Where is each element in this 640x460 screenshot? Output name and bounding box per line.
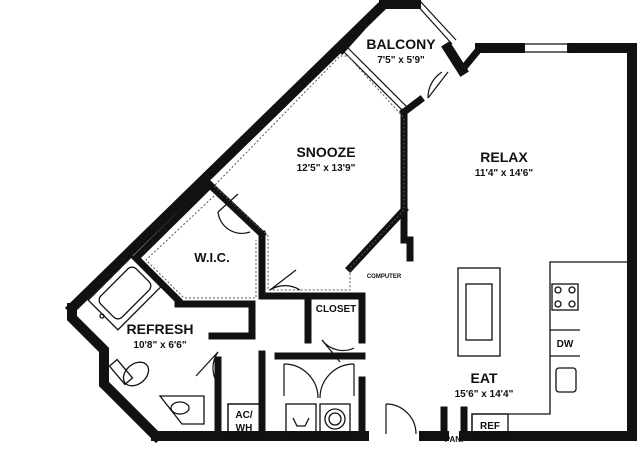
room-dim-snooze: 12'5" x 13'9" xyxy=(297,163,356,174)
label-pantry: PAN. xyxy=(445,435,464,444)
washer-dryer xyxy=(285,403,351,435)
label-computer: COMPUTER xyxy=(367,274,402,280)
kitchen-counter xyxy=(471,261,628,435)
room-name-relax: RELAX xyxy=(480,149,528,165)
label-acwh-line2: WH xyxy=(236,423,253,434)
room-dim-refresh: 10'8" x 6'6" xyxy=(133,340,186,351)
room-name-eat: EAT xyxy=(471,370,498,386)
ac-wh-box xyxy=(227,403,261,437)
room-name-refresh: REFRESH xyxy=(127,321,194,337)
room-outlines xyxy=(145,55,405,299)
room-name-balcony: BALCONY xyxy=(366,36,436,52)
label-acwh-line1: AC/ xyxy=(235,410,252,421)
label-closet: CLOSET xyxy=(316,304,357,315)
toilet xyxy=(108,358,150,387)
interior-walls xyxy=(131,25,485,440)
bathtub xyxy=(87,255,163,331)
doors xyxy=(195,71,449,435)
label-dishwasher: DW xyxy=(557,339,574,350)
room-dim-eat: 15'6" x 14'4" xyxy=(455,389,514,400)
room-dim-relax: 11'4" x 14'6" xyxy=(475,168,533,179)
label-refrigerator: REF xyxy=(480,421,500,432)
kitchen-island xyxy=(457,267,501,357)
room-dim-balcony: 7'5" x 5'9" xyxy=(377,55,425,66)
windows xyxy=(341,0,572,113)
room-name-snooze: SNOOZE xyxy=(296,144,355,160)
room-name-wic: W.I.C. xyxy=(194,250,229,265)
bath-sink xyxy=(158,395,205,425)
